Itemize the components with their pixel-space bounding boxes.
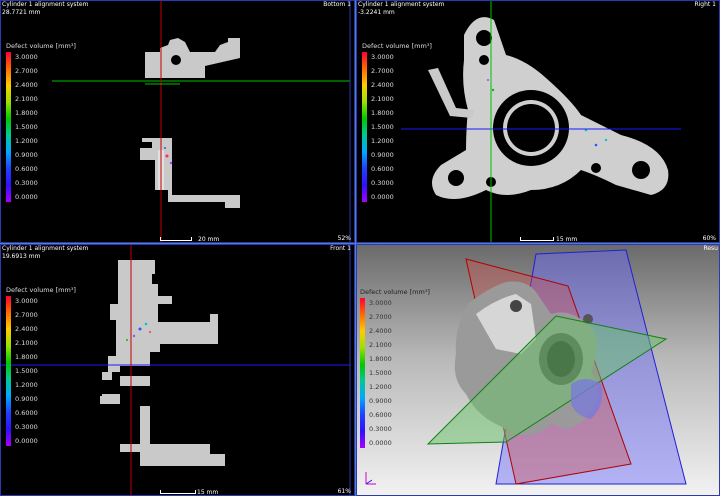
3d-view-canvas	[356, 244, 720, 496]
legend-color-bar	[6, 296, 11, 446]
slice-coordinate: -3.2241 mm	[358, 9, 395, 16]
defect-volume-legend: Defect volume [mm³] 3.0000 2.7000 2.4000…	[362, 42, 432, 202]
view-label: Bottom 1	[323, 1, 351, 8]
scale-bar: 15 mm	[520, 233, 580, 243]
pane-divider-horizontal[interactable]	[0, 243, 720, 244]
view-right[interactable]: Cylinder 1 alignment system -3.2241 mm R…	[356, 0, 720, 243]
legend-title: Defect volume [mm³]	[6, 42, 76, 50]
slice-plane-green	[426, 315, 668, 445]
legend-color-bar	[362, 52, 367, 202]
defect-volume-legend: Defect volume [mm³] 3.0000 2.7000 2.4000…	[360, 288, 430, 448]
part-slice-front	[100, 260, 218, 404]
view-bottom[interactable]: Cylinder 1 alignment system 28.7721 mm B…	[0, 0, 355, 243]
legend-title: Defect volume [mm³]	[6, 286, 76, 294]
front-view-canvas	[0, 244, 355, 496]
part-slice-lower	[140, 138, 240, 208]
zoom-level: 61%	[337, 488, 351, 495]
pane-title: Cylinder 1 alignment system	[358, 1, 445, 8]
scale-bar: 15 mm	[160, 486, 220, 496]
bottom-view-canvas	[0, 0, 355, 243]
slice-coordinate: 28.7721 mm	[2, 9, 41, 16]
view-front[interactable]: Cylinder 1 alignment system 19.6913 mm F…	[0, 244, 355, 496]
view-label: Resu	[703, 245, 718, 252]
pane-title: Cylinder 1 alignment system	[2, 245, 89, 252]
legend-color-bar	[360, 298, 365, 448]
zoom-level: 52%	[337, 235, 351, 242]
defect-volume-legend: Defect volume [mm³] 3.0000 2.7000 2.4000…	[6, 42, 76, 202]
part-slice-upper	[145, 38, 240, 78]
scale-bar: 20 mm	[160, 233, 220, 243]
pane-title: Cylinder 1 alignment system	[2, 1, 89, 8]
view-label: Right 1	[694, 1, 716, 8]
view-3d[interactable]: Resu Defect volume [mm³] 3.0000 2.7000 2…	[356, 244, 720, 496]
defect-volume-legend: Defect volume [mm³] 3.0000 2.7000 2.4000…	[6, 286, 76, 446]
pane-divider-vertical[interactable]	[355, 0, 356, 496]
view-label: Front 1	[330, 245, 351, 252]
legend-title: Defect volume [mm³]	[360, 288, 430, 296]
zoom-level: 60%	[702, 235, 716, 242]
legend-title: Defect volume [mm³]	[362, 42, 432, 50]
slice-coordinate: 19.6913 mm	[2, 253, 41, 260]
legend-color-bar	[6, 52, 11, 202]
right-view-canvas	[356, 0, 720, 243]
